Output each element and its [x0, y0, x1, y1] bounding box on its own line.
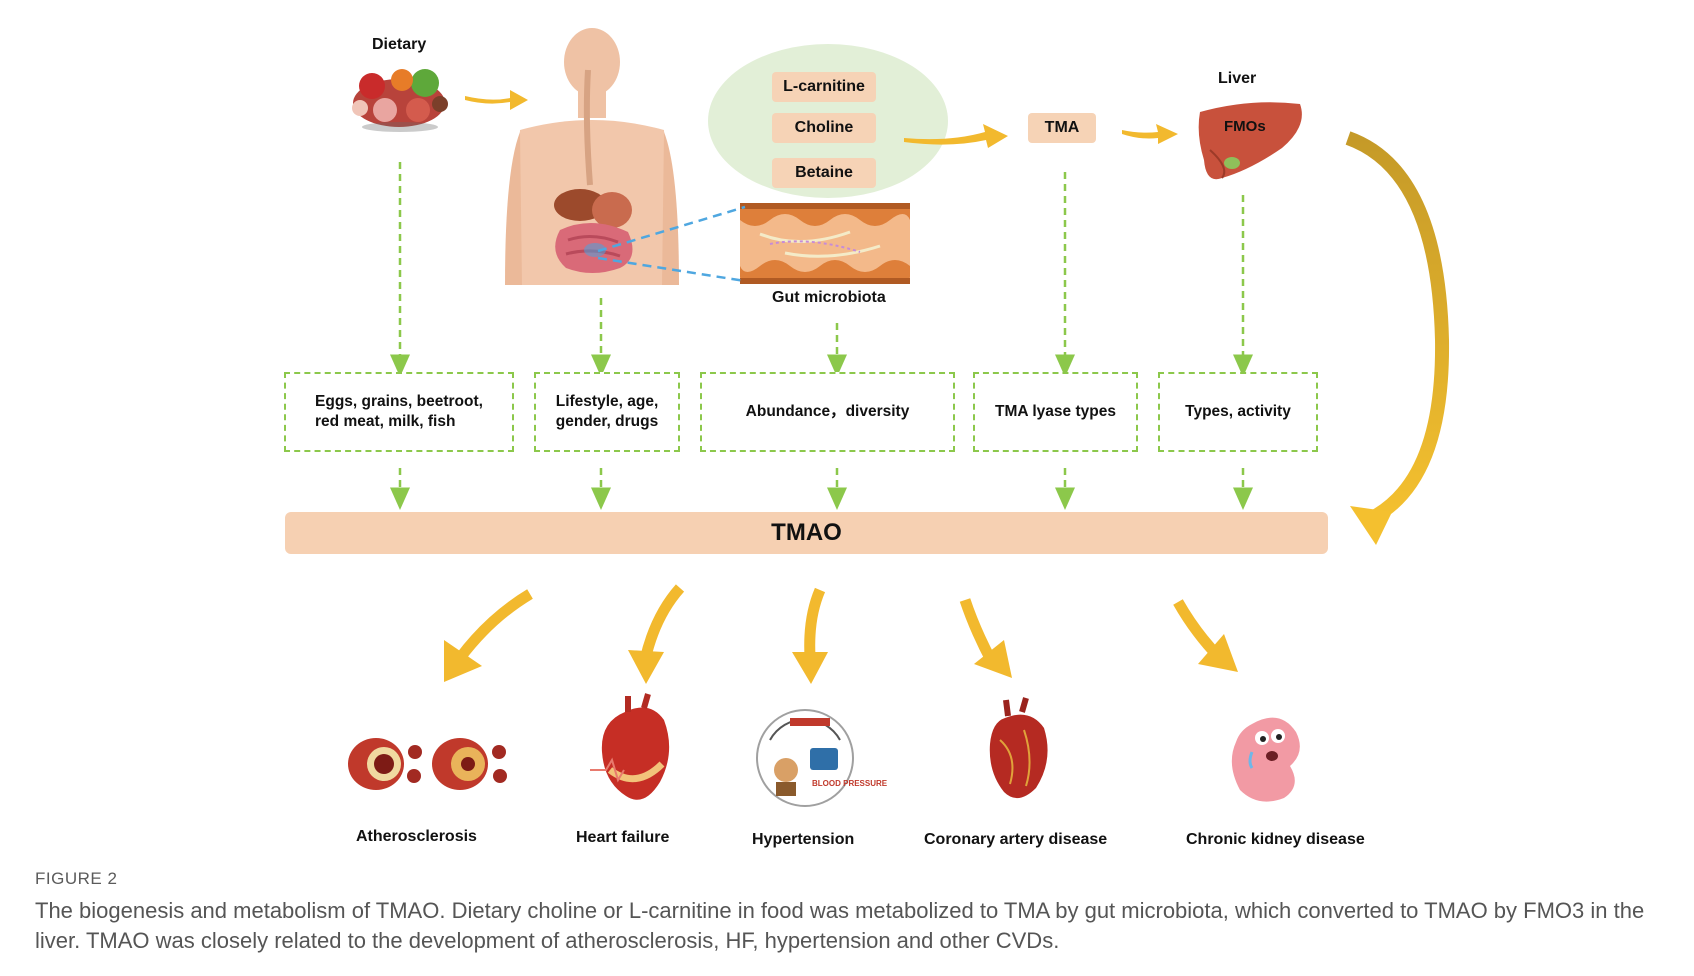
arrow-to-hypertension — [792, 587, 828, 684]
zoom-line-bottom — [597, 256, 746, 283]
liver-icon — [1198, 102, 1302, 180]
tma-pill: TMA — [1028, 113, 1096, 143]
factor-microbiota-text: Abundance，diversity — [745, 403, 910, 420]
arrow-to-atherosclerosis — [444, 589, 533, 682]
factor-diet-line2: red meat, milk, fish — [315, 413, 456, 430]
arrow-to-heart-failure — [628, 584, 685, 684]
arrow-diet-to-body — [465, 90, 528, 110]
factor-box-fmo: Types, activity — [1158, 372, 1318, 452]
dietary-label: Dietary — [372, 36, 427, 53]
zoom-line-top — [597, 205, 746, 253]
blood-pressure-icon: BLOOD PRESSURE — [756, 709, 888, 807]
disease-hypertension: Hypertension — [752, 831, 855, 848]
factor-diet-line1: Eggs, grains, beetroot, — [315, 393, 483, 410]
tmao-bar: TMAO — [285, 512, 1328, 554]
kidney-icon — [1231, 717, 1300, 802]
factor-box-host: Lifestyle, age, gender, drugs — [534, 372, 680, 452]
factor-box-tma: TMA lyase types — [973, 372, 1138, 452]
factor-box-diet: Eggs, grains, beetroot, red meat, milk, f… — [284, 372, 514, 452]
factor-fmo-text: Types, activity — [1185, 403, 1291, 420]
gut-microbiota-label: Gut microbiota — [772, 289, 886, 306]
arrow-tma-to-liver — [1122, 124, 1178, 144]
disease-atherosclerosis: Atherosclerosis — [356, 828, 477, 845]
nutrient-choline: Choline — [772, 113, 876, 143]
nutrient-l-carnitine: L-carnitine — [772, 72, 876, 102]
human-body-icon — [505, 28, 679, 285]
figure-label: FIGURE 2 — [35, 869, 118, 888]
nutrient-betaine: Betaine — [772, 158, 876, 188]
curved-arrow-liver-to-tmao — [1345, 131, 1450, 545]
tmao-label: TMAO — [771, 519, 842, 546]
disease-heart-failure: Heart failure — [576, 829, 670, 846]
factor-host-line1: Lifestyle, age, — [555, 393, 659, 410]
arrow-nutrients-to-tma — [904, 124, 1008, 148]
factor-tma-text: TMA lyase types — [995, 403, 1116, 420]
coronary-heart-icon — [989, 697, 1048, 799]
heart-failure-icon — [590, 693, 670, 800]
disease-coronary: Coronary artery disease — [924, 831, 1108, 848]
bp-icon-text: BLOOD PRESSURE — [812, 779, 888, 788]
artery-icon — [348, 738, 507, 790]
factor-host-line2: gender, drugs — [555, 413, 659, 430]
factor-box-microbiota: Abundance，diversity — [700, 372, 955, 452]
figure-caption: The biogenesis and metabolism of TMAO. D… — [35, 898, 1645, 953]
disease-kidney: Chronic kidney disease — [1186, 831, 1365, 848]
gut-tube-icon — [740, 203, 910, 284]
fmos-label: FMOs — [1224, 118, 1266, 135]
arrow-to-kidney — [1173, 599, 1238, 672]
arrow-to-coronary — [959, 598, 1012, 678]
liver-label: Liver — [1218, 70, 1257, 87]
food-pile-icon — [352, 69, 448, 132]
